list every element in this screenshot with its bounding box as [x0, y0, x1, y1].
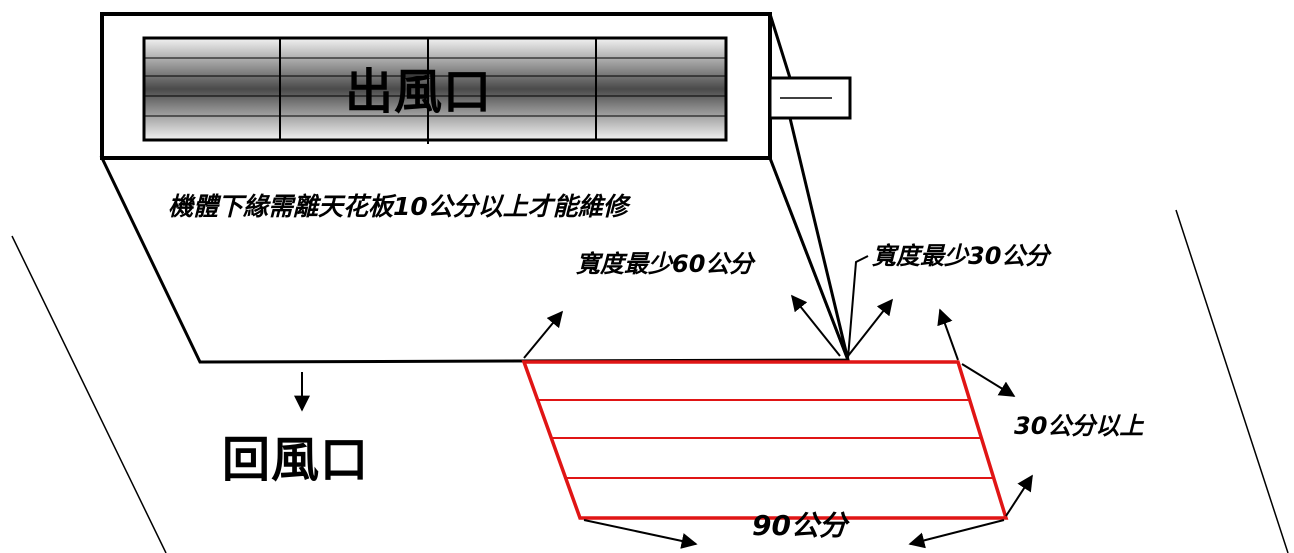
side-clearance-arrow-left [791, 294, 841, 357]
width30-leader [847, 255, 869, 359]
length-arrow-left [583, 519, 698, 549]
above-30-label: 30公分以上 [1014, 412, 1144, 440]
width-60-label: 寬度最少60公分 [576, 250, 754, 278]
access-panel [521, 360, 1009, 520]
length-90-label: 90公分 [752, 509, 847, 542]
inlet-label: 回風口 [222, 432, 370, 488]
length-arrow-right [908, 519, 1005, 549]
corner-arrow-right [961, 363, 1016, 397]
side-clearance-arrow-right [847, 298, 893, 357]
left-wall-line [11, 235, 167, 553]
right-wall-line [1175, 209, 1289, 553]
width60-arrow [523, 310, 564, 359]
bottom-right-arrow [1005, 474, 1033, 517]
maintenance-note: 機體下緣需離天花板10公分以上才能維修 [168, 192, 628, 221]
width-30-label: 寬度最少30公分 [872, 242, 1050, 270]
corner-arrow-up [937, 308, 959, 361]
outlet-grille [142, 36, 728, 144]
outlet-label: 出風口 [345, 64, 493, 120]
